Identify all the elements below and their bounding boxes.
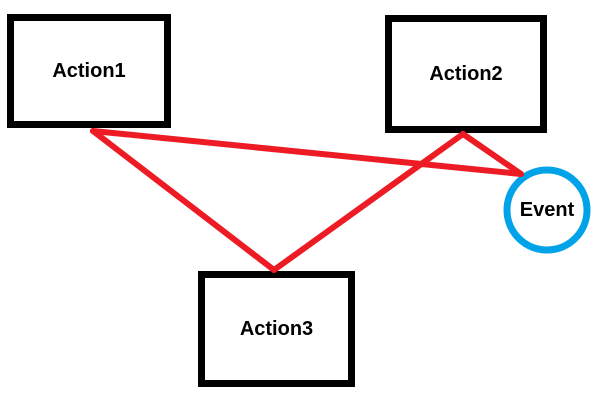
node-action1-label: Action1 — [52, 59, 126, 82]
node-event[interactable]: Event — [503, 166, 591, 254]
node-action3[interactable]: Action3 — [198, 271, 355, 387]
edge-action1-action3 — [90, 128, 277, 273]
node-action3-label: Action3 — [239, 317, 314, 340]
node-action1[interactable]: Action1 — [7, 14, 171, 128]
node-event-label: Event — [519, 198, 575, 221]
edge-action2-event — [460, 131, 524, 177]
node-action2[interactable]: Action2 — [385, 15, 547, 133]
edge-action3-action2 — [271, 131, 466, 273]
node-action2-label: Action2 — [429, 62, 503, 85]
edge-action1-event — [90, 128, 524, 177]
node-event-circle[interactable] — [503, 166, 591, 254]
